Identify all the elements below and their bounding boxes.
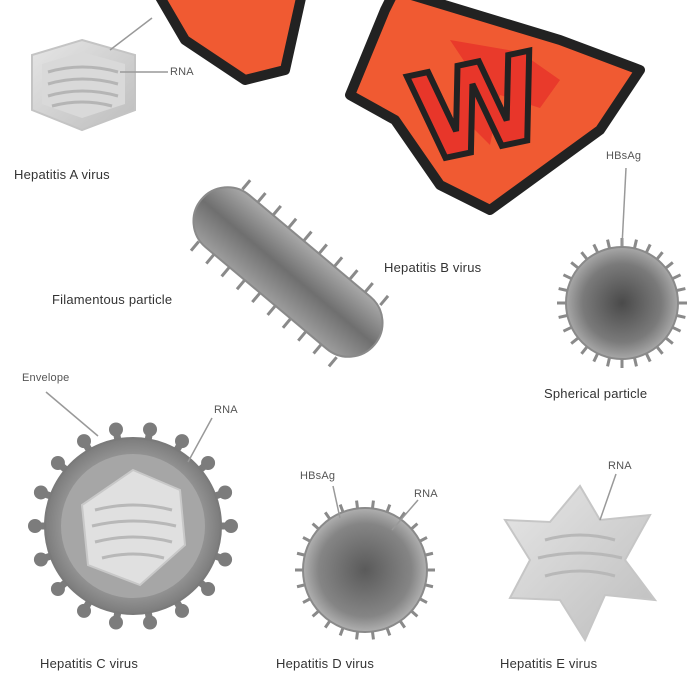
spike-knob — [77, 434, 91, 448]
spike — [334, 257, 342, 266]
label-hepatitis-d: Hepatitis D virus — [276, 656, 374, 671]
spike-knob — [224, 519, 238, 533]
spike — [380, 296, 388, 305]
spike — [298, 331, 306, 340]
spike-knob — [109, 616, 123, 630]
label-filamentous: Filamentous particle — [52, 292, 172, 307]
spike-knob — [34, 553, 48, 567]
spike — [273, 206, 281, 215]
spike-knob — [201, 456, 215, 470]
spike-knob — [34, 485, 48, 499]
spike-knob — [28, 519, 42, 533]
label-hbsag-d: HBsAg — [300, 470, 335, 482]
hepatitis-c-virus — [28, 392, 238, 630]
spike — [258, 193, 266, 202]
spike — [283, 319, 291, 328]
label-rna-c: RNA — [214, 404, 238, 416]
label-hepatitis-e: Hepatitis E virus — [500, 656, 597, 671]
label-envelope: Envelope — [22, 372, 69, 384]
spike — [314, 344, 322, 353]
hepatitis-e-virus — [505, 474, 655, 640]
spherical-particle — [557, 168, 687, 368]
label-spherical: Spherical particle — [544, 386, 647, 401]
spike — [268, 306, 276, 315]
spike-knob — [218, 553, 232, 567]
spike — [191, 241, 199, 250]
spike — [222, 267, 230, 276]
spike — [237, 280, 245, 289]
label-hepatitis-c: Hepatitis C virus — [40, 656, 138, 671]
label-hepatitis-b: Hepatitis B virus — [384, 260, 481, 275]
spike-knob — [143, 616, 157, 630]
spike — [365, 283, 373, 292]
filamentous-particle — [172, 164, 404, 380]
spike — [288, 219, 296, 228]
spike — [304, 232, 312, 241]
label-rna-d: RNA — [414, 488, 438, 500]
label-rna-e: RNA — [608, 460, 632, 472]
spike — [329, 357, 337, 366]
spike-knob — [51, 456, 65, 470]
hepatitis-d-virus — [295, 486, 435, 639]
hepatitis-a-virus — [32, 18, 168, 130]
spike-knob — [218, 485, 232, 499]
label-hepatitis-a: Hepatitis A virus — [14, 167, 110, 182]
logo-letter: W — [399, 28, 557, 191]
spike — [252, 293, 260, 302]
label-hbsag: HBsAg — [606, 150, 641, 162]
spike — [242, 180, 250, 189]
spike-knob — [175, 604, 189, 618]
spike — [206, 254, 214, 263]
spike-knob — [201, 582, 215, 596]
spike-knob — [143, 422, 157, 436]
w-logo: W — [150, 0, 640, 210]
spike-knob — [175, 434, 189, 448]
spike-knob — [77, 604, 91, 618]
spike — [319, 244, 327, 253]
spike-knob — [51, 582, 65, 596]
spike-knob — [109, 422, 123, 436]
spike — [350, 270, 358, 279]
label-rna-a: RNA — [170, 66, 194, 78]
